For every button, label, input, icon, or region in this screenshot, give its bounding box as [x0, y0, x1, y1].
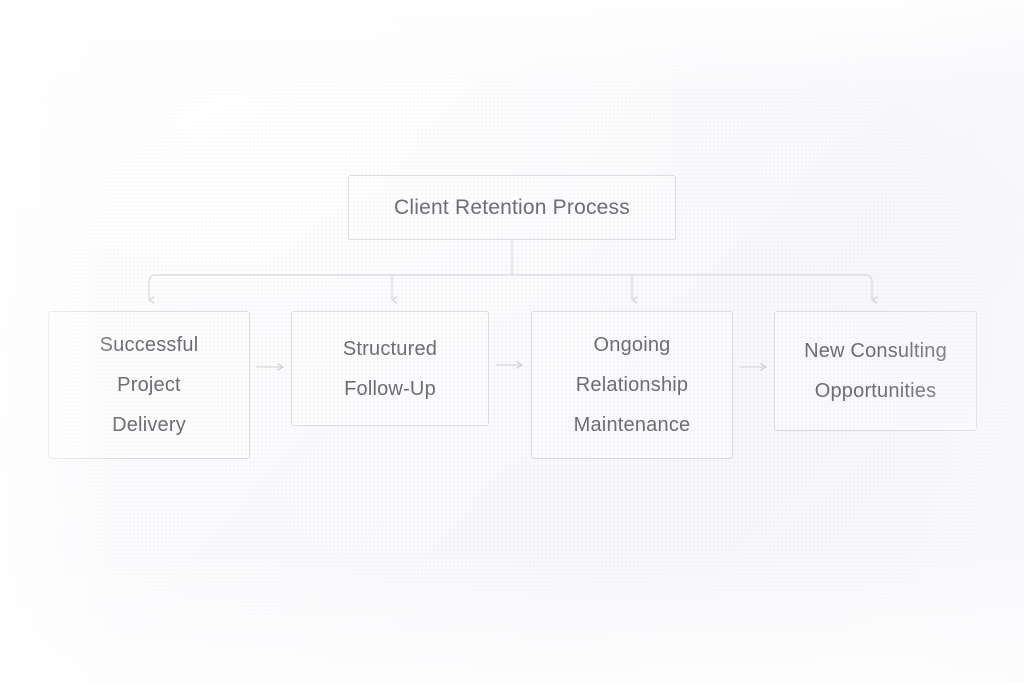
node-ongoing-relationship-maintenance[interactable]: Ongoing Relationship Maintenance: [531, 311, 733, 459]
node-2-line-1: Structured: [342, 337, 438, 360]
node-successful-project-delivery[interactable]: Successful Project Delivery: [48, 311, 250, 459]
node-client-retention-process[interactable]: Client Retention Process: [348, 175, 676, 240]
node-1-line-2: Project: [117, 374, 181, 396]
node-new-consulting-opportunities[interactable]: New Consulting Opportunities: [774, 311, 977, 431]
node-1-line-3: Delivery: [112, 414, 186, 436]
node-3-line-1: Ongoing: [593, 334, 671, 356]
node-4-line-1: New Consulting: [804, 340, 947, 362]
connector-root-to-step-4: [865, 274, 878, 304]
connector-root-to-step-1: [148, 274, 156, 304]
node-2-line-2: Follow-Up: [344, 377, 436, 400]
node-root-line-1: Client Retention Process: [394, 195, 630, 219]
node-3-line-3: Maintenance: [573, 414, 691, 436]
node-1-line-1: Successful: [99, 334, 199, 356]
node-4-line-2: Opportunities: [814, 380, 937, 402]
node-3-line-2: Relationship: [575, 374, 689, 396]
node-structured-follow-up[interactable]: Structured Follow-Up: [291, 311, 489, 426]
